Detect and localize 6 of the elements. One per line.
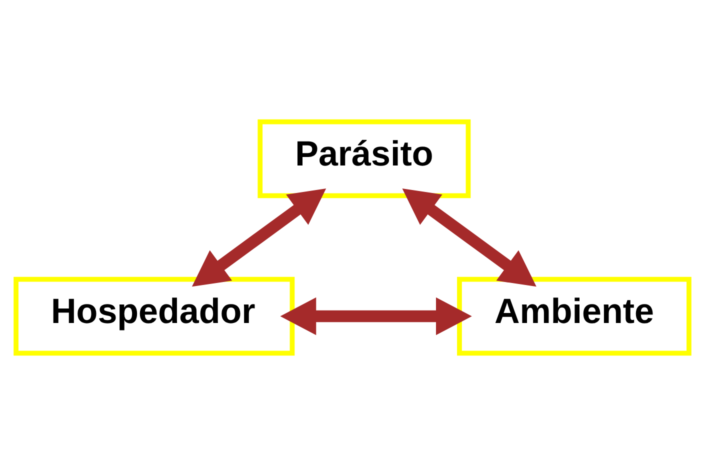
- arrow: [402, 188, 536, 286]
- arrow: [280, 296, 472, 335]
- node-box: Parásito: [258, 118, 471, 198]
- node-box: Ambiente: [457, 276, 692, 356]
- arrow: [192, 188, 326, 286]
- node-box: Hospedador: [14, 276, 295, 356]
